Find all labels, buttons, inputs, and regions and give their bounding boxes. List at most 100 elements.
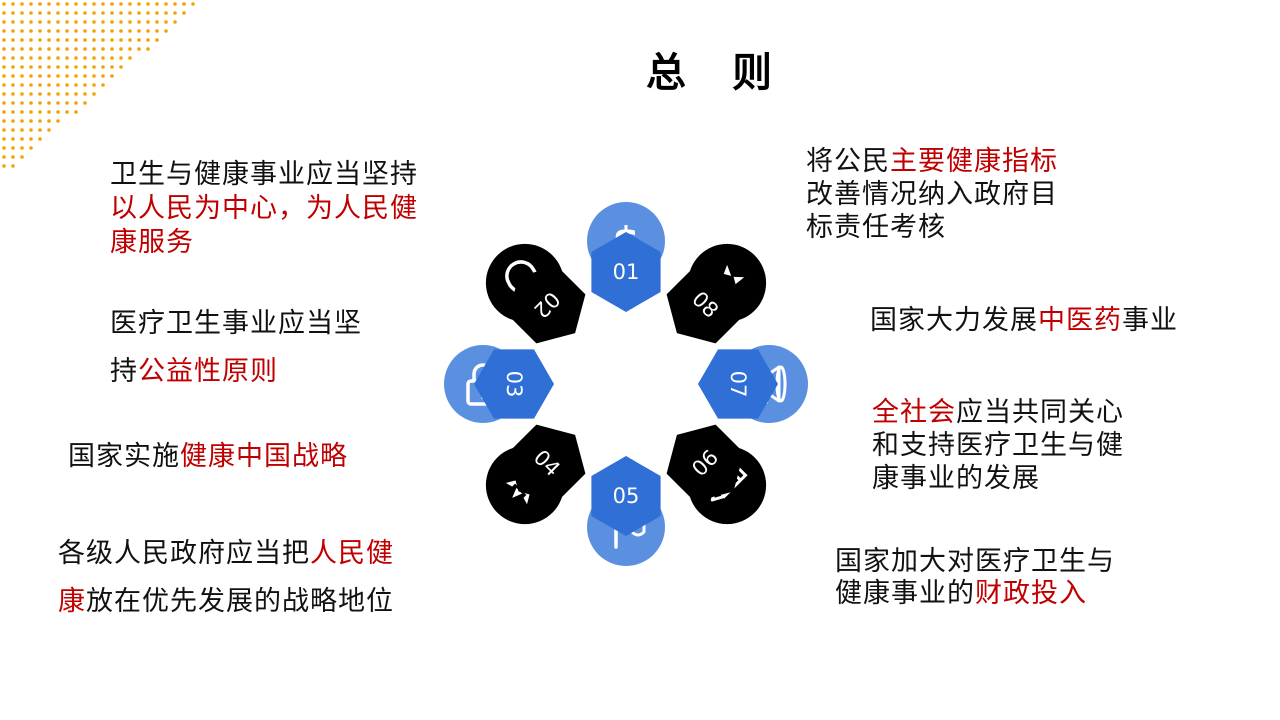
decorative-dot <box>110 2 114 6</box>
decorative-dot <box>146 38 150 42</box>
decorative-dot <box>83 2 87 6</box>
decorative-dot <box>119 38 123 42</box>
decorative-dot <box>74 92 78 96</box>
decorative-dot <box>56 29 60 33</box>
decorative-dot <box>38 20 42 24</box>
decorative-dot <box>38 119 42 123</box>
decorative-dot <box>74 83 78 87</box>
decorative-dot <box>164 20 168 24</box>
decorative-dot-pattern <box>2 2 195 168</box>
decorative-dot <box>164 11 168 15</box>
decorative-dot <box>173 20 177 24</box>
decorative-dot <box>11 83 15 87</box>
decorative-dot <box>128 2 132 6</box>
decorative-dot <box>83 56 87 60</box>
hexagon-node: 08 <box>666 266 744 344</box>
decorative-dot <box>47 110 51 114</box>
decorative-dot <box>47 47 51 51</box>
left-principle-public-welfare: 医疗卫生事业应当坚 持公益性原则 <box>110 308 362 387</box>
decorative-dot <box>56 65 60 69</box>
decorative-dot <box>47 92 51 96</box>
decorative-dot <box>11 92 15 96</box>
decorative-dot <box>56 20 60 24</box>
left-principle-priority: 各级人民政府应当把人民健 康放在优先发展的战略地位 <box>58 538 394 617</box>
decorative-dot <box>38 47 42 51</box>
decorative-dot <box>137 47 141 51</box>
decorative-dot <box>29 65 33 69</box>
decorative-dot <box>119 56 123 60</box>
decorative-dot <box>74 47 78 51</box>
decorative-dot <box>2 164 6 168</box>
decorative-dot <box>20 92 24 96</box>
decorative-dot <box>29 38 33 42</box>
decorative-dot <box>137 11 141 15</box>
decorative-dot <box>29 11 33 15</box>
decorative-dot <box>191 2 195 6</box>
decorative-dot <box>128 56 132 60</box>
decorative-dot <box>29 29 33 33</box>
decorative-dot <box>110 11 114 15</box>
decorative-dot <box>2 29 6 33</box>
decorative-dot <box>47 119 51 123</box>
decorative-dot <box>47 11 51 15</box>
decorative-dot <box>56 101 60 105</box>
decorative-dot <box>83 20 87 24</box>
decorative-dot <box>20 110 24 114</box>
decorative-dot <box>65 2 69 6</box>
decorative-dot <box>56 110 60 114</box>
decorative-dot <box>56 92 60 96</box>
decorative-dot <box>92 65 96 69</box>
decorative-dot <box>2 2 6 6</box>
decorative-dot <box>119 20 123 24</box>
decorative-dot <box>29 56 33 60</box>
decorative-dot <box>101 38 105 42</box>
decorative-dot <box>74 65 78 69</box>
decorative-dot <box>38 65 42 69</box>
decorative-dot <box>11 146 15 150</box>
decorative-dot <box>47 83 51 87</box>
decorative-dot <box>164 29 168 33</box>
decorative-dot <box>29 20 33 24</box>
decorative-dot <box>11 65 15 69</box>
decorative-dot <box>29 47 33 51</box>
decorative-dot <box>119 65 123 69</box>
decorative-dot <box>173 11 177 15</box>
hexagon-node: 03 <box>474 349 554 419</box>
decorative-dot <box>119 11 123 15</box>
decorative-dot <box>128 20 132 24</box>
decorative-dot <box>119 29 123 33</box>
hexagon-node: 04 <box>508 424 586 502</box>
decorative-dot <box>74 11 78 15</box>
decorative-dot <box>2 128 6 132</box>
decorative-dot <box>101 56 105 60</box>
decorative-dot <box>101 65 105 69</box>
decorative-dot <box>137 38 141 42</box>
decorative-dot <box>11 38 15 42</box>
decorative-dot <box>65 92 69 96</box>
decorative-dot <box>2 56 6 60</box>
decorative-dot <box>74 74 78 78</box>
decorative-dot <box>2 101 6 105</box>
decorative-dot <box>2 155 6 159</box>
decorative-dot <box>74 56 78 60</box>
decorative-dot <box>2 146 6 150</box>
decorative-dot <box>11 47 15 51</box>
decorative-dot <box>74 2 78 6</box>
hexagon-node: 06 <box>666 424 744 502</box>
decorative-dot <box>2 110 6 114</box>
decorative-dot <box>101 20 105 24</box>
decorative-dot <box>20 74 24 78</box>
decorative-dot <box>83 47 87 51</box>
decorative-dot <box>92 20 96 24</box>
node-number: 07 <box>726 371 750 398</box>
decorative-dot <box>74 20 78 24</box>
decorative-dot <box>2 137 6 141</box>
decorative-dot <box>29 137 33 141</box>
decorative-dot <box>11 137 15 141</box>
decorative-dot <box>47 101 51 105</box>
decorative-dot <box>2 47 6 51</box>
decorative-dot <box>128 29 132 33</box>
decorative-dot <box>110 65 114 69</box>
decorative-dot <box>92 74 96 78</box>
